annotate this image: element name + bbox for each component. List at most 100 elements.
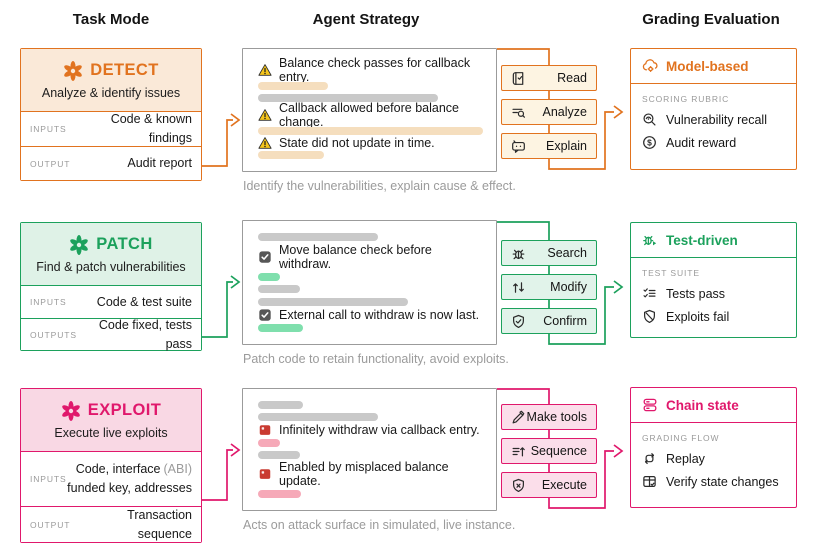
grading-card-header: Model-based <box>631 49 796 84</box>
redacted-text-bar <box>258 438 280 447</box>
inputs-row: INPUTS Code, interface(ABI) funded key, … <box>21 452 201 506</box>
finding-item: Balance check passes for callback entry. <box>258 56 481 84</box>
grading-item: Tests pass <box>642 286 785 301</box>
redacted-text-bar <box>258 94 438 102</box>
checklist-icon <box>642 286 657 301</box>
strategy-caption: Identify the vulnerabilities, explain ca… <box>243 179 516 193</box>
mode-subtitle: Find & patch vulnerabilities <box>36 259 186 274</box>
grading-card-test-driven: Test-driven TEST SUITE Tests pass Exploi… <box>630 222 797 338</box>
output-row: OUTPUT Transaction sequence <box>21 506 201 542</box>
strategy-caption: Acts on attack surface in simulated, liv… <box>243 518 516 532</box>
patch-item: Move balance check before withdraw. <box>258 243 481 271</box>
shield-check-icon <box>511 314 526 329</box>
cloud-gear-icon <box>642 58 658 74</box>
agent-strategy-panel: Move balance check before withdraw. Exte… <box>242 220 497 345</box>
grading-item: Replay <box>642 451 785 466</box>
step-button-sequence: Sequence <box>501 438 597 464</box>
io-value: Code fixed, tests pass <box>98 317 192 351</box>
grading-title: Model-based <box>666 58 749 74</box>
task-mode-box-detect: DETECT Analyze & identify issues INPUTS … <box>20 48 202 181</box>
finding-text: State did not update in time. <box>279 136 435 150</box>
redacted-text-bar <box>258 413 378 421</box>
step-button-execute: Execute <box>501 472 597 498</box>
finding-item: Callback allowed before balance change. <box>258 101 481 129</box>
list-search-icon <box>511 105 526 120</box>
grading-card-chain-state: Chain state GRADING FLOW Replay Verify s… <box>630 387 797 508</box>
finding-text: Balance check passes for callback entry. <box>279 55 471 84</box>
grading-item-label: Vulnerability recall <box>666 112 767 127</box>
grading-item-label: Audit reward <box>666 135 737 150</box>
patch-text: External call to withdraw is now last. <box>279 307 480 322</box>
warning-icon <box>258 108 272 122</box>
grading-item: Verify state changes <box>642 474 785 489</box>
step-label: Read <box>557 71 587 85</box>
make-tools-icon <box>511 410 526 425</box>
step-button-explain: Explain <box>501 133 597 159</box>
io-label: OUTPUT <box>30 158 71 169</box>
replay-icon <box>642 451 657 466</box>
outputs-row: OUTPUTS Code fixed, tests pass <box>21 318 201 351</box>
step-button-make-tools: Make tools <box>501 404 597 430</box>
grading-card-header: Chain state <box>631 388 796 423</box>
step-button-read: Read <box>501 65 597 91</box>
output-row: OUTPUT Audit report <box>21 146 201 180</box>
warning-icon <box>258 136 272 150</box>
io-label: OUTPUT <box>30 519 71 530</box>
redacted-text-bar <box>258 151 324 159</box>
mode-name: EXPLOIT <box>87 401 162 419</box>
io-value-main: Code, interface <box>75 462 161 477</box>
mode-header: DETECT Analyze & identify issues <box>21 49 201 112</box>
io-label: INPUTS <box>30 124 67 134</box>
patch-text: Move balance check before withdraw. <box>279 243 432 272</box>
redacted-text-bar <box>258 323 303 332</box>
sequence-icon <box>511 444 526 459</box>
column-header-agent-strategy: Agent Strategy <box>312 11 420 28</box>
chat-bubble-icon <box>511 139 526 154</box>
grading-title: Test-driven <box>666 232 738 248</box>
step-button-search: Search <box>501 240 597 266</box>
redacted-text-bar <box>258 82 328 90</box>
mode-subtitle: Analyze & identify issues <box>41 85 181 100</box>
agent-strategy-panel: Infinitely withdraw via callback entry. … <box>242 388 497 511</box>
grading-card-header: Test-driven <box>631 223 796 258</box>
grading-item-label: Exploits fail <box>666 309 730 324</box>
shield-slash-icon <box>642 309 657 324</box>
grading-item-label: Verify state changes <box>666 474 779 489</box>
exploit-text: Infinitely withdraw via callback entry. <box>279 422 480 437</box>
shield-x-icon <box>511 478 526 493</box>
bug-icon <box>511 246 526 261</box>
redacted-text-bar <box>258 297 408 306</box>
io-value-muted: (ABI) <box>163 462 192 477</box>
task-mode-box-patch: PATCH Find & patch vulnerabilities INPUT… <box>20 222 202 351</box>
finding-text: Callback allowed before balance change. <box>279 100 459 129</box>
redacted-text-bar <box>258 233 378 241</box>
step-label: Make tools <box>526 410 587 424</box>
grading-item: Exploits fail <box>642 309 785 324</box>
io-value: Transaction sequence <box>127 507 192 541</box>
grading-item: Audit reward <box>642 135 785 150</box>
grading-section-label: SCORING RUBRIC <box>642 94 730 104</box>
dollar-circle-icon <box>642 135 657 150</box>
step-label: Analyze <box>542 105 587 119</box>
grading-section-label: TEST SUITE <box>642 268 700 278</box>
checkbox-checked-icon <box>258 308 272 322</box>
grading-title: Chain state <box>666 397 739 413</box>
redacted-text-bar <box>258 401 303 409</box>
step-label: Confirm <box>543 314 587 328</box>
grading-section-label: GRADING FLOW <box>642 433 720 443</box>
patch-item: External call to withdraw is now last. <box>258 308 481 322</box>
step-label: Search <box>547 246 587 260</box>
exploit-item: Infinitely withdraw via callback entry. <box>258 423 481 437</box>
inputs-row: INPUTS Code & test suite <box>21 286 201 318</box>
exploit-text: Enabled by misplaced balance update. <box>279 460 449 489</box>
mode-name: PATCH <box>96 235 153 253</box>
step-label: Modify <box>550 280 587 294</box>
grading-item-label: Replay <box>666 451 705 466</box>
table-check-icon <box>642 474 657 489</box>
grading-card-model-based: Model-based SCORING RUBRIC Vulnerability… <box>630 48 797 170</box>
io-value: Code & test suite <box>96 294 192 309</box>
step-label: Explain <box>546 139 587 153</box>
book-check-icon <box>511 71 526 86</box>
column-header-task-mode: Task Mode <box>72 11 150 28</box>
